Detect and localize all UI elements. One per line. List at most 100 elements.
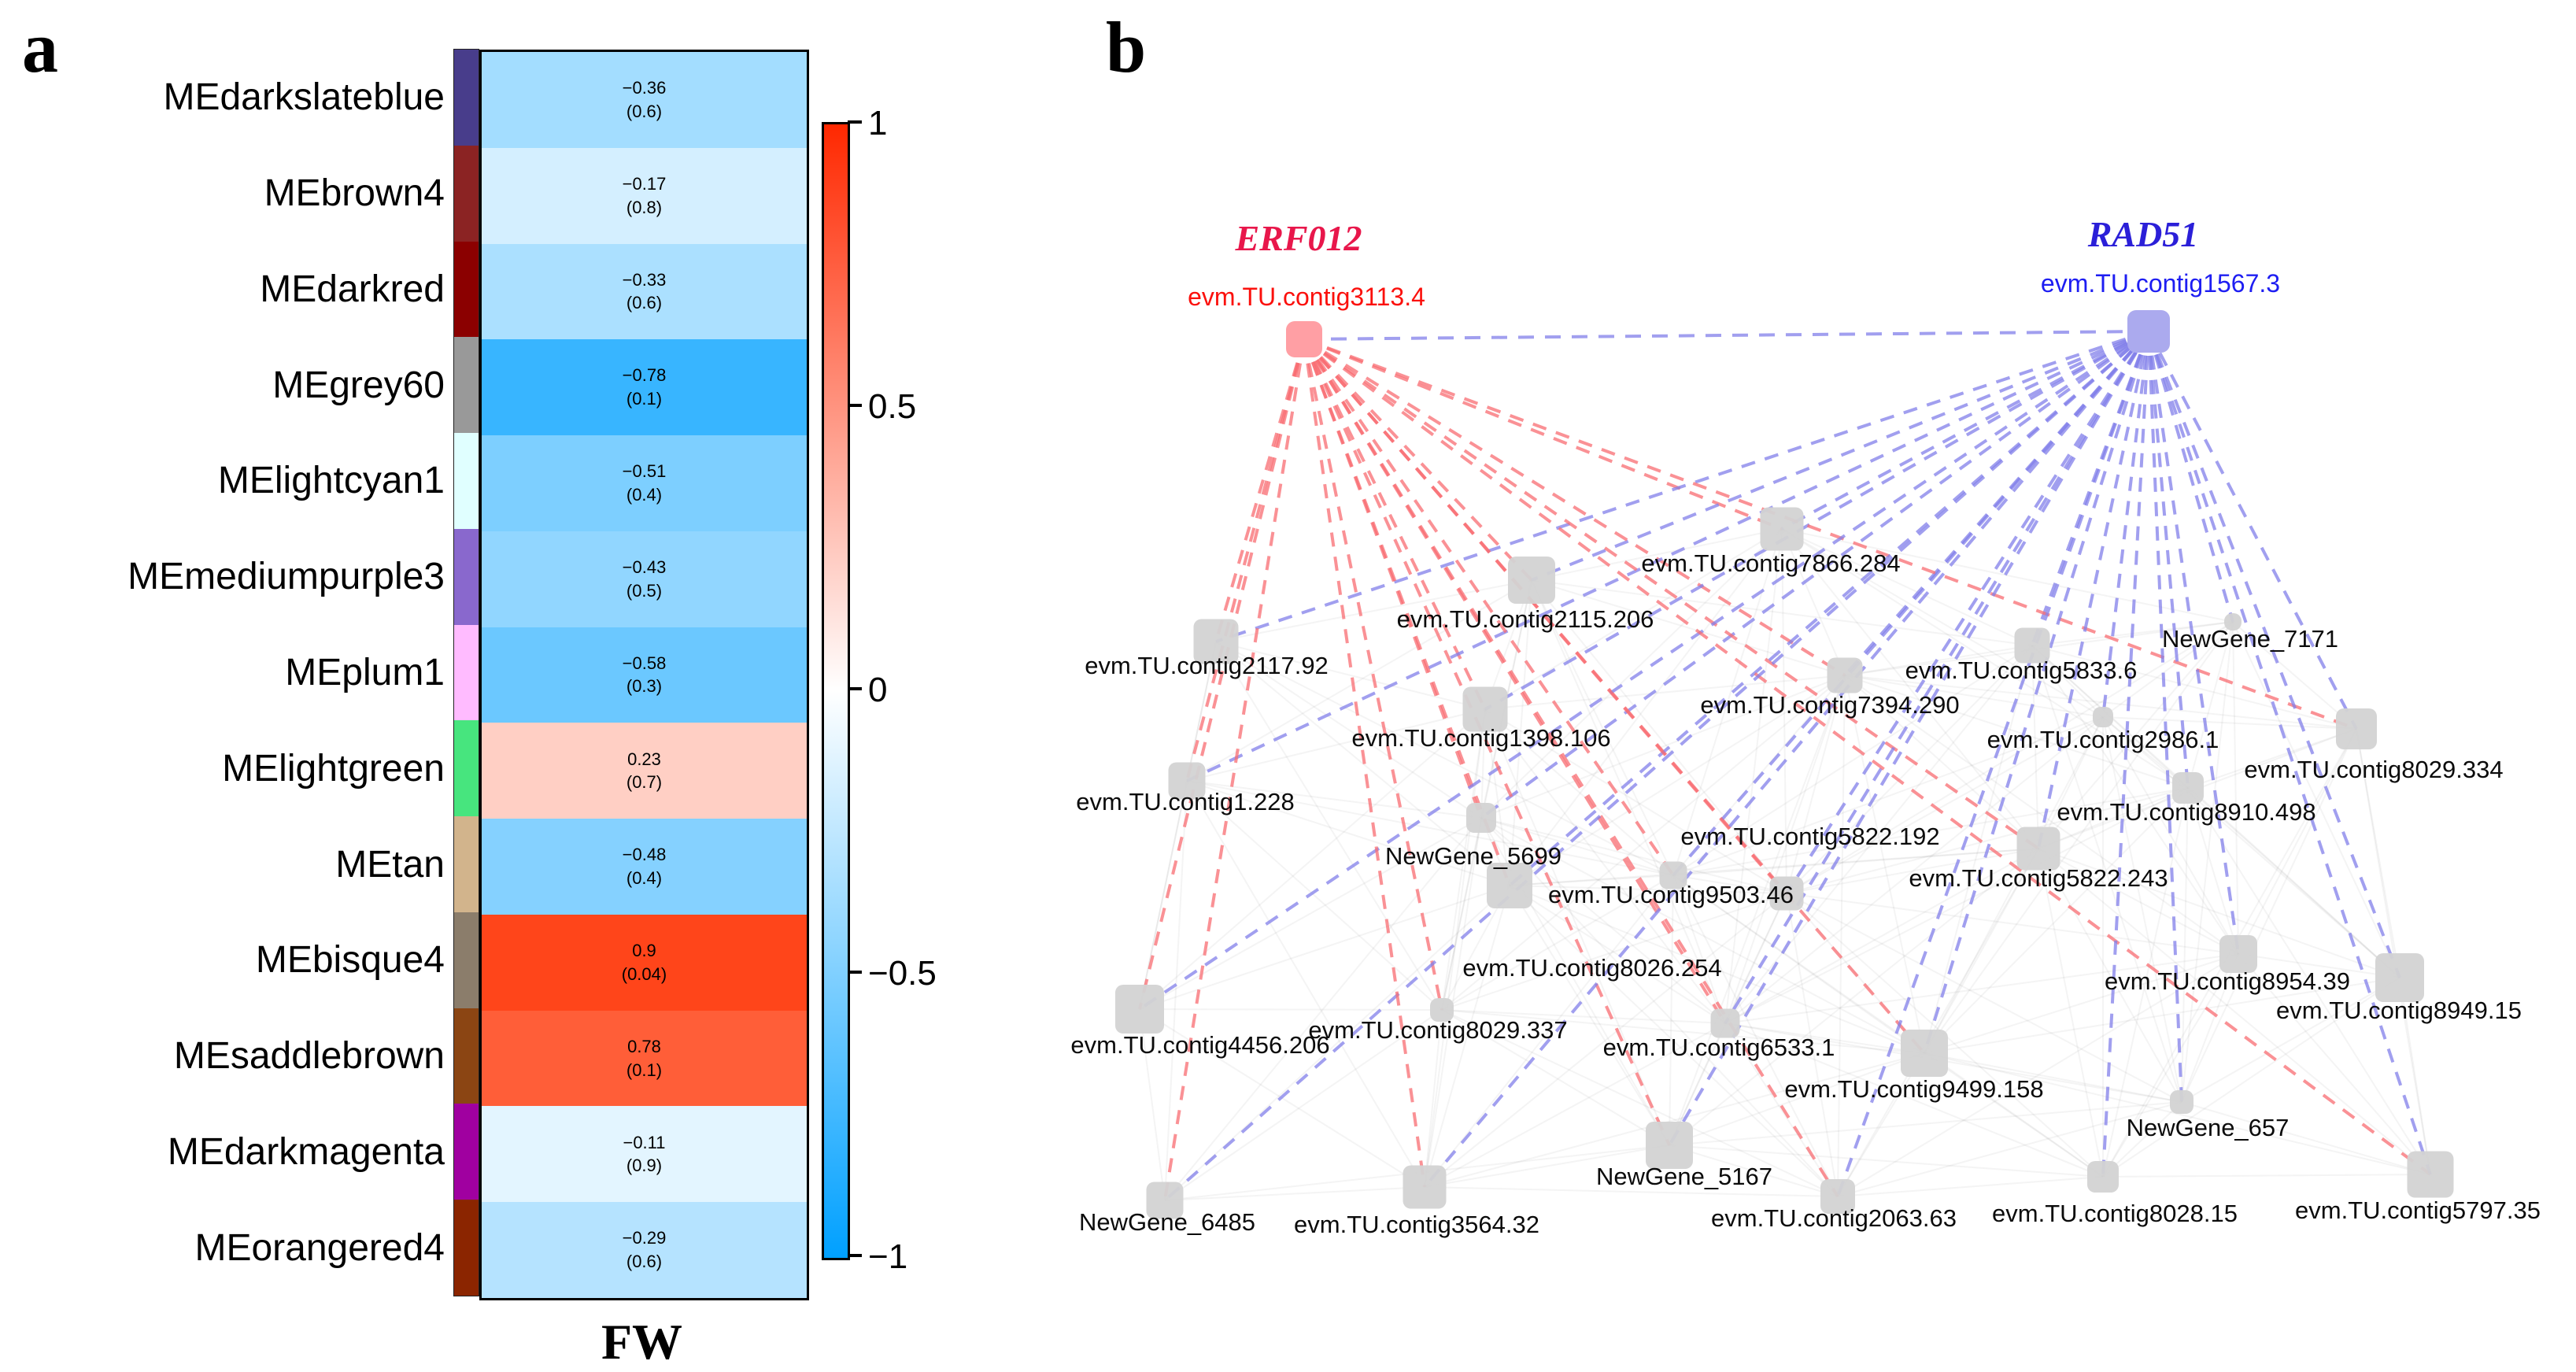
panel-a-letter: a [22,7,58,87]
gene-gene-edge [1424,1009,1443,1188]
gene-gene-edge [1164,780,1188,1201]
module-color-swatch [454,145,479,242]
network-node [2375,953,2424,1002]
network-node-label: evm.TU.contig9503.46 [1548,881,1794,908]
gene-gene-edge [1441,1009,1839,1197]
gene-gene-edge [1484,675,1846,710]
gene-gene-edge [1139,885,1510,1010]
network-node [1760,507,1804,551]
rad51-edge [1724,330,2150,1025]
gene-gene-edge [1484,528,1783,710]
gene-gene-edge [1441,1009,1925,1054]
gene-gene-edge [1724,645,2033,1024]
gene-gene-edge [1672,875,2104,1178]
correlation-value: 0.9 [632,941,656,961]
hub-node-rad51 [2127,310,2170,353]
rad51-edge [1215,330,2149,643]
gene-gene-edge [1164,1186,1425,1201]
network-node [1820,1179,1855,1214]
gene-gene-edge [2102,716,2357,730]
network-node-label: evm.TU.contig6533.1 [1603,1034,1835,1061]
module-label: MEmediumpurple3 [128,556,445,598]
gene-gene-edge [1781,528,2039,849]
rad51-edge [2147,331,2190,789]
network-node [1769,876,1804,911]
gene-gene-edge [1139,641,1217,1010]
gene-gene-edge [1424,1186,1839,1197]
gene-gene-edge [1441,1009,1726,1024]
gene-gene-edge [1186,641,1217,782]
network-node [2219,935,2257,973]
network-node-label: evm.TU.contig5797.35 [2295,1196,2541,1224]
gene-gene-edge [2187,787,2400,978]
p-value: (0.9) [626,1156,663,1176]
network-node-label: evm.TU.contig2063.63 [1711,1204,1957,1232]
correlation-value: −0.43 [622,557,667,578]
module-label: MEdarkred [260,268,445,310]
gene-gene-edge [1441,675,1846,1011]
correlation-value: −0.48 [622,845,667,865]
gene-gene-edge [1215,641,1482,819]
gene-gene-edge [1786,716,2104,894]
gene-gene-edge [1786,621,2234,894]
gene-gene-edge [1724,953,2239,1024]
p-value: (0.4) [626,484,663,505]
heatmap-cell: −0.17(0.8) [482,147,807,244]
network-node-label: evm.TU.contig1398.106 [1351,724,1610,752]
gene-gene-edge [2181,953,2239,1103]
gene-gene-edge [1441,817,1482,1011]
rad51-edge [1423,330,2150,1189]
gene-gene-edge [2031,645,2182,1103]
hub-node-erf012 [1286,321,1322,357]
colorbar-tick-mark [848,1254,862,1257]
gene-gene-edge [1844,675,2189,789]
network-node [1466,803,1496,833]
gene-gene-edge [2399,977,2431,1175]
gene-gene-edge [1724,1023,2104,1178]
correlation-value: −0.11 [623,1132,666,1152]
gene-gene-edge [1480,817,1787,894]
p-value: (0.1) [626,389,663,409]
rad51-edge [1668,330,2150,1147]
module-label: MElightcyan1 [217,460,445,502]
module-color-swatch [454,241,479,338]
rad51-edge [1781,330,2149,531]
network-node-label: NewGene_5167 [1596,1163,1772,1190]
p-value: (0.3) [626,676,663,697]
module-color-swatch [454,50,479,146]
gene-gene-edge [1531,579,1674,876]
gene-gene-edge [2232,621,2400,978]
colorbar-tick-mark [848,404,862,407]
gene-gene-edge [1672,875,1726,1024]
network-node-label: evm.TU.contig8954.39 [2105,967,2350,995]
erf012-edge [1303,338,1783,531]
network-node-label: evm.TU.contig2115.206 [1397,605,1654,633]
correlation-value: −0.78 [622,365,667,386]
erf012-edge [1303,338,1533,582]
gene-gene-edge [1844,675,2239,955]
gene-gene-edge [1509,675,1846,886]
gene-gene-edge [1837,1101,2182,1197]
gene-gene-edge [1786,848,2039,894]
p-value: (0.1) [626,1060,663,1080]
network-node-label: evm.TU.contig3564.32 [1294,1211,1539,1238]
colorbar-tick-label: 0 [868,671,888,709]
heatmap-cell: −0.48(0.4) [482,819,807,915]
correlation-value: −0.33 [622,269,667,290]
gene-gene-edge [2181,787,2189,1103]
rad51-edge [1186,330,2149,782]
erf012-edge [1303,338,1839,1198]
gene-gene-edge [2187,621,2234,789]
gene-gene-edge [2232,621,2239,955]
hub-hub-edge [1303,330,2149,341]
gene-gene-edge [1724,675,1846,1024]
network-node [1901,1030,1948,1077]
gene-gene-edge [1509,885,1925,1054]
network-node-label: evm.TU.contig9499.158 [1784,1075,2043,1103]
network-node [1146,1182,1184,1219]
gene-gene-edge [2038,621,2234,849]
gene-gene-edge [1215,641,1486,710]
gene-gene-edge [1924,645,2033,1054]
heatmap-cell: 0.78(0.1) [482,1010,807,1107]
